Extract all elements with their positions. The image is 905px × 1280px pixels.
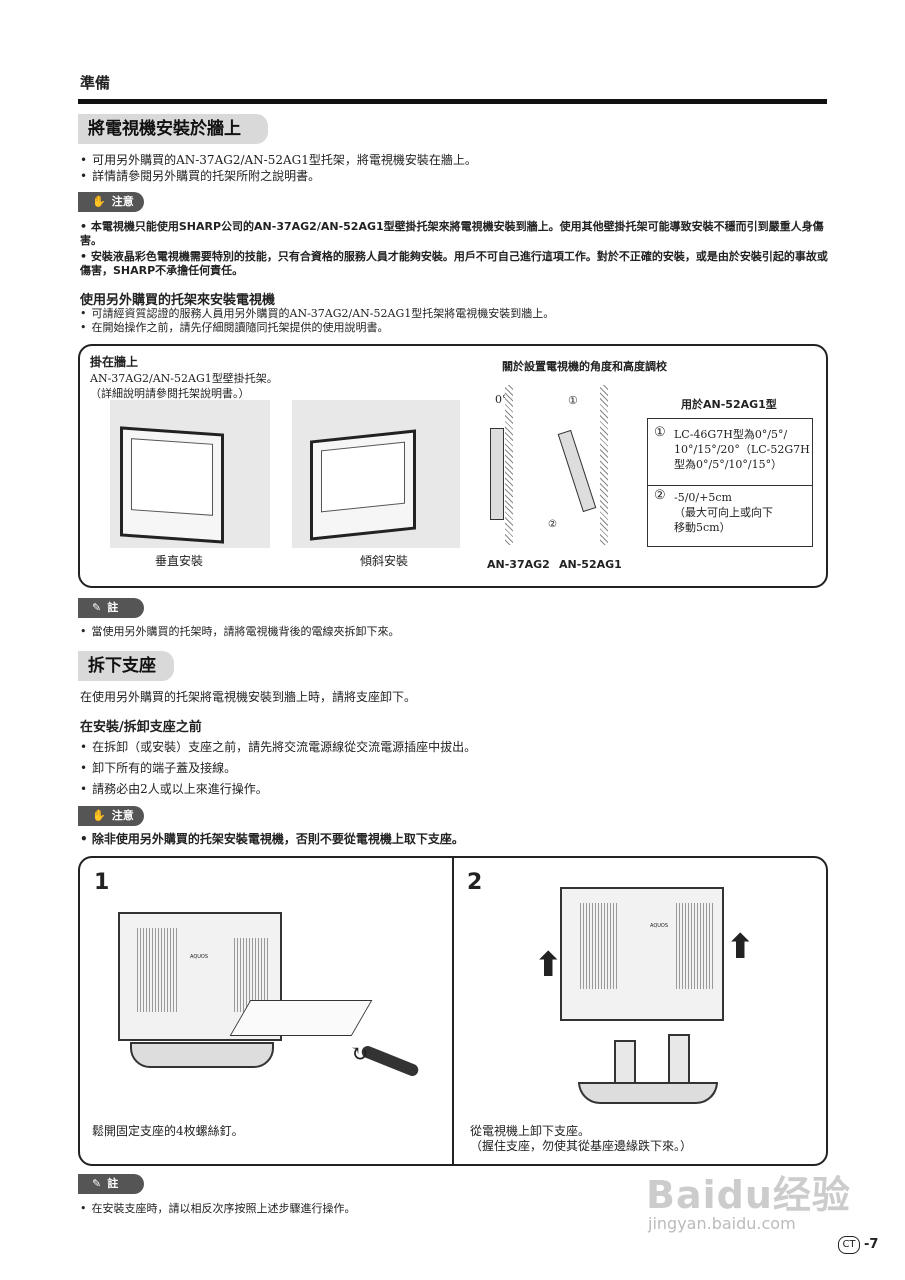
header-rule [78, 99, 827, 104]
list-item: 卸下所有的端子蓋及接線。 [80, 760, 236, 776]
caution-item: • 安裝液晶彩色電視機需要特別的技能，只有合資格的服務人員才能夠安裝。用戶不可自… [80, 250, 828, 277]
wall-mount-figure [78, 344, 828, 588]
figure-caption: 傾斜安裝 [360, 554, 409, 568]
list-item: 在拆卸（或安裝）支座之前，請先將交流電源線從交流電源插座中拔出。 [80, 739, 476, 755]
list-item: 可用另外購買的AN-37AG2/AN-52AG1型托架，將電視機安裝在牆上。 [80, 152, 477, 168]
height-label: ② [548, 519, 557, 530]
tv-illustration [310, 429, 416, 541]
ct-badge: CT [838, 1236, 860, 1254]
up-arrow-icon: ⬆ [726, 927, 755, 967]
spec-box-height: ② -5/0/+5cm （最大可向上或向下 移動5cm） [647, 484, 813, 547]
figure-title: 掛在牆上 [90, 355, 139, 369]
caution-badge: ✋注意 [78, 192, 144, 212]
stand-post-illustration [668, 1034, 690, 1088]
sub-heading: 使用另外購買的托架來安裝電視機 [80, 293, 276, 308]
intro-text: 在使用另外購買的托架將電視機安裝到牆上時，請將支座卸下。 [80, 690, 417, 704]
step-caption: 從電視機上卸下支座。 [470, 1124, 591, 1138]
list-item: 可請經資質認證的服務人員用另外購買的AN-37AG2/AN-52AG1型托架將電… [80, 307, 555, 321]
note-badge: ✎註 [78, 598, 144, 618]
panel-divider [452, 858, 454, 1164]
list-item: 詳情請參閱另外購買的托架所附之說明書。 [80, 168, 320, 184]
wall-section [600, 385, 608, 545]
list-item: 在開始操作之前，請先仔細閱讀隨同托架提供的使用說明書。 [80, 321, 389, 335]
step-caption: （握住支座，勿使其從基座邊緣跌下來。） [470, 1139, 693, 1153]
section-title-stand-removal: 拆下支座 [78, 651, 174, 681]
rotate-icon: ↻ [350, 1042, 369, 1067]
section-title-wall-mount: 將電視機安裝於牆上 [78, 114, 268, 144]
angle-label: ① [568, 394, 578, 407]
list-item: 請務必由2人或以上來進行操作。 [80, 781, 268, 797]
hand-icon: ✋ [92, 809, 106, 822]
pencil-icon: ✎ [92, 1177, 102, 1190]
note-badge: ✎註 [78, 1174, 144, 1194]
page-number: -7 [864, 1237, 879, 1252]
tv-back-illustration: AQUOS [560, 887, 724, 1021]
stand-removal-figure [78, 856, 828, 1166]
watermark-brand: Baidu经验 [646, 1173, 851, 1217]
model-label: AN-52AG1 [559, 558, 622, 571]
sub-heading: 在安裝/拆卸支座之前 [80, 720, 202, 735]
figure-desc: AN-37AG2/AN-52AG1型壁掛托架。 [90, 372, 278, 385]
tv-illustration [120, 426, 224, 544]
stand-illustration [130, 1042, 274, 1068]
wall-section [505, 385, 513, 545]
hand-icon: ✋ [92, 195, 106, 208]
watermark-url: jingyan.baidu.com [648, 1214, 796, 1233]
figure-caption: 垂直安裝 [155, 554, 204, 568]
note-item: 在安裝支座時，請以相反次序按照上述步驟進行操作。 [80, 1201, 356, 1217]
stand-base-illustration [578, 1082, 718, 1104]
spec-box-angle: ① LC-46G7H型為0°/5°/ 10°/15°/20°（LC-52G7H … [647, 418, 813, 486]
section-header: 準備 [80, 74, 111, 92]
spec-title: 用於AN-52AG1型 [681, 398, 777, 411]
step-caption: 鬆開固定支座的4枚螺絲釘。 [92, 1124, 244, 1138]
note-item: 當使用另外購買的托架時，請將電視機背後的電線夾拆卸下來。 [80, 624, 400, 640]
caution-item: • 除非使用另外購買的托架安裝電視機，否則不要從電視機上取下支座。 [80, 832, 464, 846]
caution-item: • 本電視機只能使用SHARP公司的AN-37AG2/AN-52AG1型壁掛托架… [80, 220, 824, 247]
up-arrow-icon: ⬆ [534, 945, 563, 985]
figure-desc: （詳細說明請參閱托架說明書。） [90, 387, 250, 400]
caution-badge: ✋注意 [78, 806, 144, 826]
step-number: 1 [94, 870, 110, 895]
pencil-icon: ✎ [92, 601, 102, 614]
step-number: 2 [467, 870, 483, 895]
bracket-illustration [490, 428, 504, 520]
angle-label: 0° [495, 393, 508, 406]
cover-plate-illustration [229, 1000, 373, 1036]
figure-title: 關於設置電視機的角度和高度調校 [502, 360, 667, 373]
model-label: AN-37AG2 [487, 558, 550, 571]
